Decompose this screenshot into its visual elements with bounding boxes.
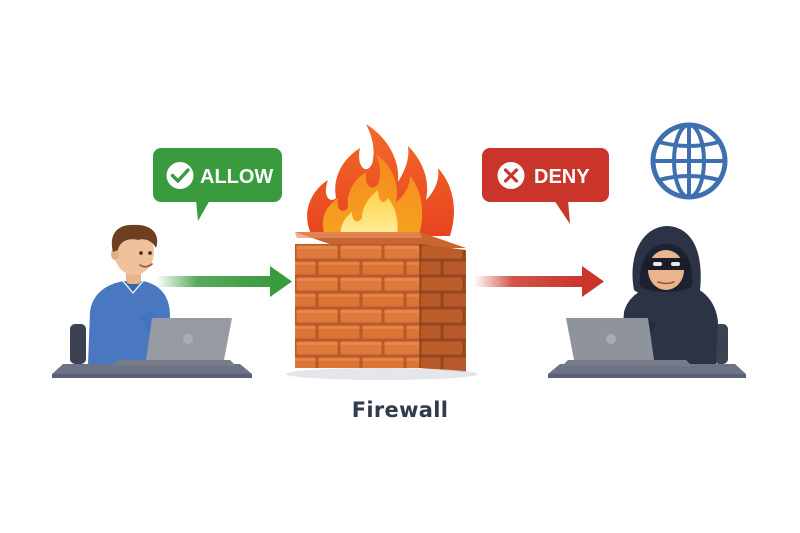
hacker-mask — [644, 258, 690, 270]
check-circle-icon — [166, 162, 194, 189]
flames — [307, 124, 454, 240]
desk — [548, 364, 746, 374]
deny-arrow — [474, 266, 604, 297]
diagram-caption: Firewall — [351, 398, 449, 422]
hacker-laptop — [562, 318, 692, 366]
user-laptop — [112, 318, 236, 366]
allow-arrow — [156, 266, 292, 297]
deny-label: DENY — [534, 166, 590, 188]
user-at-laptop — [52, 224, 252, 378]
globe-icon — [650, 122, 728, 200]
x-circle-icon — [497, 162, 525, 189]
firewall — [286, 124, 478, 380]
desk — [52, 364, 252, 374]
wall-front — [295, 244, 420, 368]
wall-side — [420, 244, 466, 372]
allow-label: ALLOW — [200, 166, 273, 188]
hacker-at-laptop — [548, 226, 746, 378]
user-hair — [111, 224, 158, 252]
deny-bubble: DENY — [482, 148, 609, 224]
allow-bubble: ALLOW — [153, 148, 282, 221]
